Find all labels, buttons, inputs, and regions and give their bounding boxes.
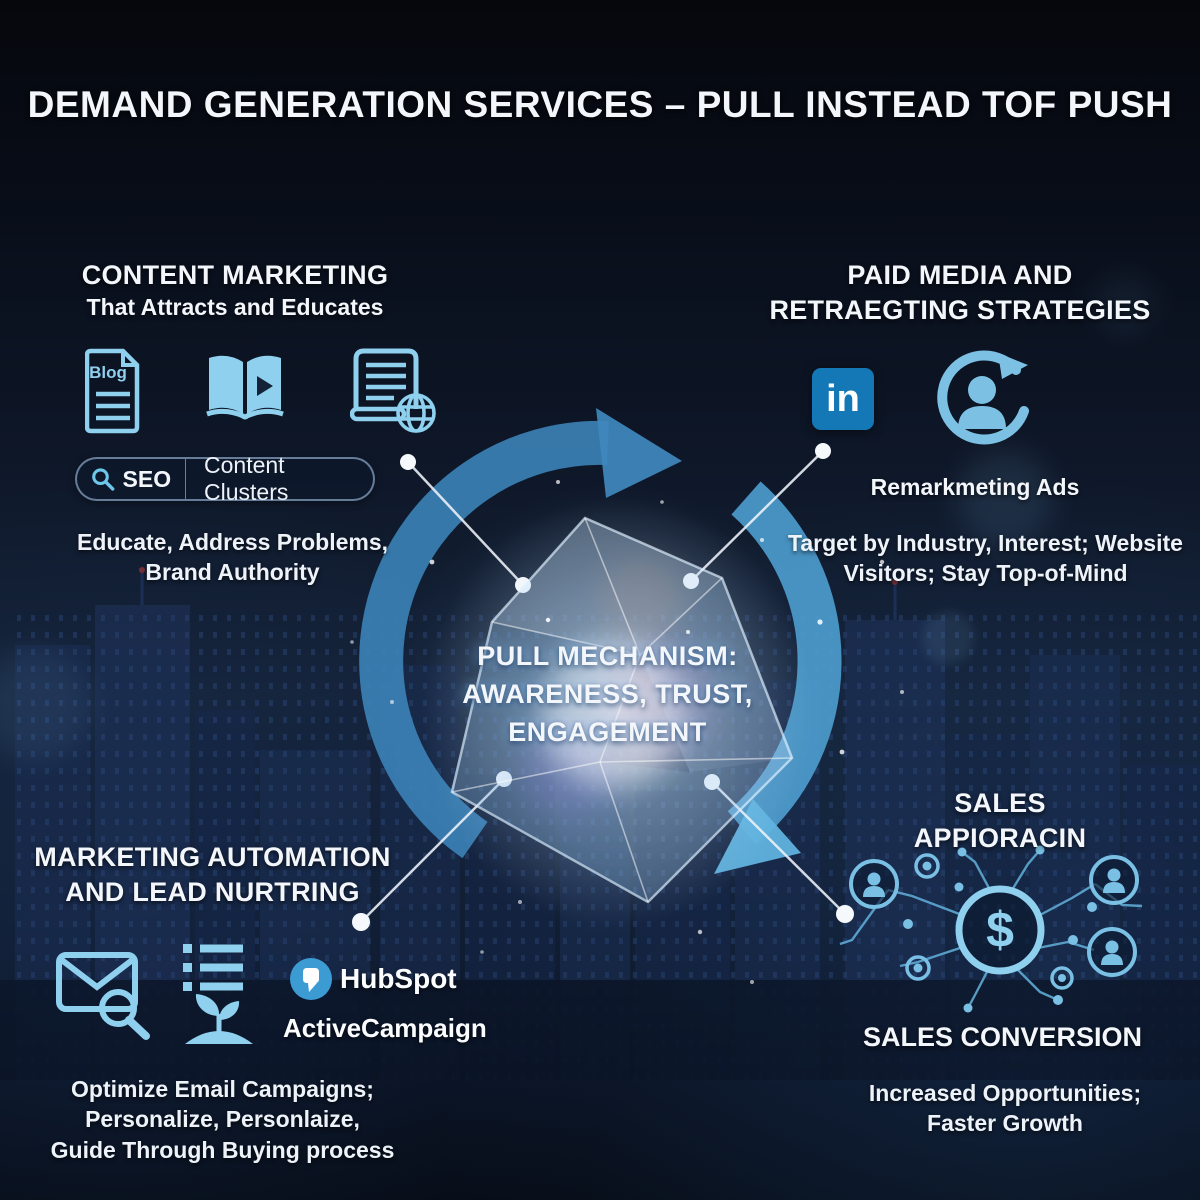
dollar-sign: $ (986, 902, 1014, 958)
seo-value: Content Clusters (204, 452, 289, 505)
open-book-video-icon (206, 355, 284, 420)
seo-divider (185, 459, 186, 499)
scroll-globe-icon (350, 348, 436, 433)
page-title: DEMAND GENERATION SERVICES – PULL INSTEA… (27, 84, 1173, 125)
content-marketing-heading: CONTENT MARKETING (81, 260, 389, 290)
blog-icon-label: Blog (89, 363, 127, 382)
retargeting-person-icon (937, 350, 1029, 445)
hubspot-label: HubSpot (340, 963, 457, 994)
sales-conversion-heading: SALES CONVERSION (862, 1022, 1143, 1052)
content-marketing-subheading: That Attracts and Educates (86, 294, 384, 320)
cycle-arrowhead-top (596, 408, 682, 498)
sales-approach-heading: SALES APPIORACIN (913, 788, 1087, 854)
bokeh-lights (0, 273, 1157, 760)
sparkle-dots (350, 480, 904, 984)
marketing-automation-heading: MARKETING AUTOMATION AND LEAD NURTRING (34, 842, 391, 908)
network-person-nodes (849, 855, 1139, 977)
network-ring-nodes (905, 853, 1074, 990)
email-search-icon (56, 952, 150, 1040)
pull-mechanism-label: PULL MECHANISM: AWARENESS, TRUST, ENGAGE… (462, 641, 753, 747)
seedling-icon (185, 994, 253, 1044)
seo-label: SEO (122, 465, 172, 492)
blog-document-icon: Blog (85, 348, 140, 434)
seo-search-input[interactable]: SEO Content Clusters (75, 452, 375, 505)
paid-media-description: Target by Industry, Interest; Website Vi… (788, 530, 1183, 587)
paid-media-caption: Remarkmeting Ads (870, 474, 1080, 500)
paid-media-heading: PAID MEDIA AND RETRAEGTING STRATEGIES (769, 260, 1151, 326)
hubspot-logo-icon (290, 958, 332, 1000)
linkedin-icon: in (812, 368, 874, 430)
marketing-automation-caption: Optimize Email Campaigns; Personalize, P… (50, 1076, 395, 1163)
dollar-network-icon: $ (839, 845, 1143, 1013)
sales-approach-caption: Increased Opportunities; Faster Growth (868, 1080, 1142, 1137)
activecampaign-label: ActiveCampaign (283, 1013, 487, 1043)
list-icon (183, 944, 243, 991)
network-small-dots (903, 845, 1097, 1013)
crystal-gem (423, 497, 813, 927)
search-icon (92, 468, 115, 491)
linkedin-label: in (826, 378, 860, 420)
content-marketing-caption: Educate, Address Problems, Brand Authori… (76, 529, 389, 586)
